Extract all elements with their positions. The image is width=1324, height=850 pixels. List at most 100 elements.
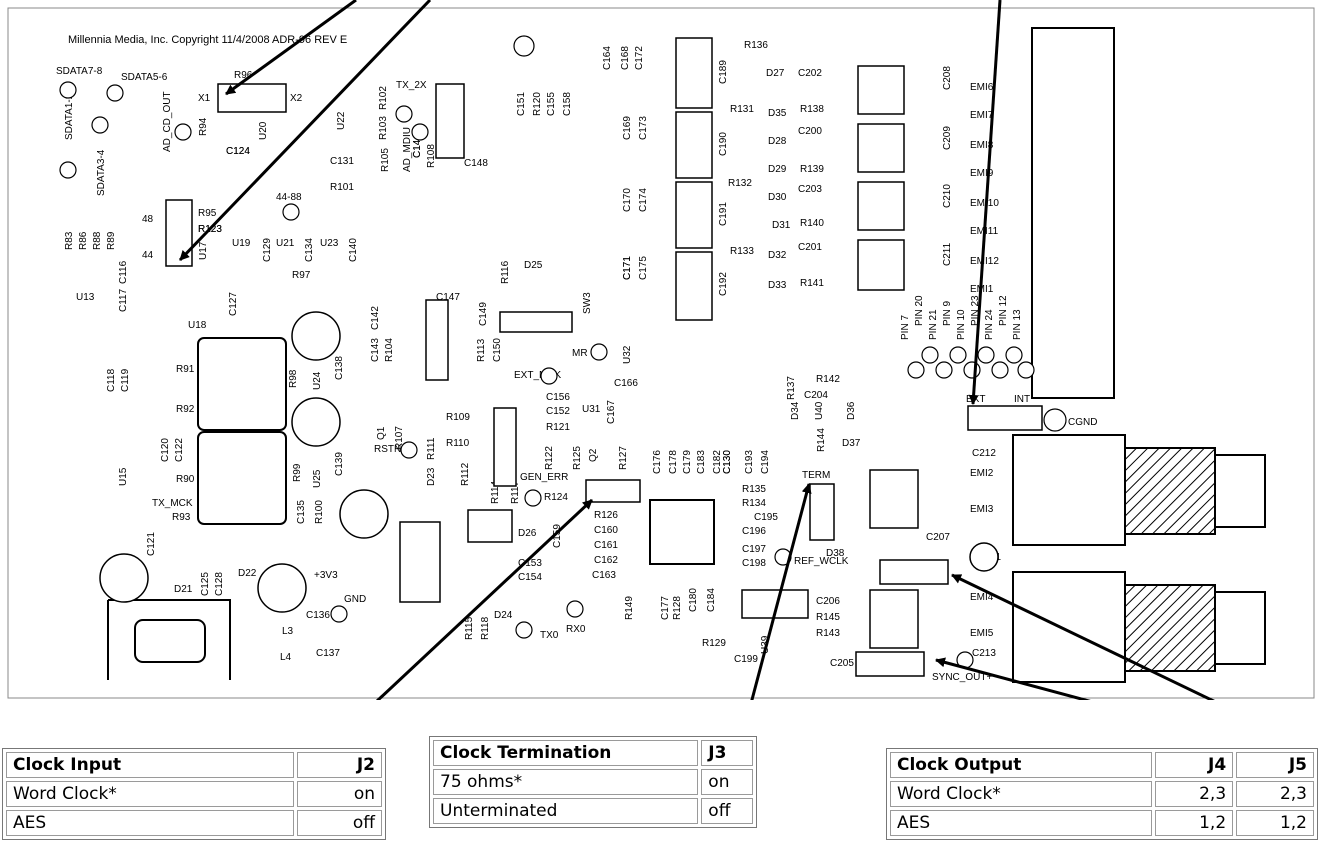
c141-capacitor: [339, 489, 389, 539]
silk-label: C205: [830, 658, 854, 669]
silk-label: C167: [606, 400, 617, 424]
silk-label: C124: [226, 146, 250, 157]
silk-label: SDATA5-6: [121, 72, 168, 83]
silk-label: C147: [436, 292, 460, 303]
silk-label: R95: [198, 208, 217, 219]
silk-label: R102: [378, 86, 389, 110]
sw1-switch: [165, 199, 193, 267]
silk-label: C171: [622, 256, 633, 280]
silk-label: D32: [768, 250, 787, 261]
silk-label: SYNC_OUT+: [932, 672, 992, 683]
silk-label: C190: [718, 132, 729, 156]
y1-crystal: [197, 337, 287, 431]
u37-ic: [675, 251, 713, 321]
silk-label: EMI6: [970, 82, 994, 93]
silk-label: EMI10: [970, 198, 999, 209]
table-cell: 1,2: [1236, 810, 1314, 836]
silk-label: D34: [790, 401, 801, 420]
silk-label: C172: [634, 46, 645, 70]
silk-label: C139: [334, 452, 345, 476]
j7-bnc-connector: [1012, 434, 1266, 546]
c133-capacitor: [291, 397, 341, 447]
silk-label: C131: [330, 156, 354, 167]
silk-label: C143: [370, 338, 381, 362]
silk-label: C176: [652, 450, 663, 474]
silk-label: C156: [546, 392, 570, 403]
silk-label: R133: [730, 246, 754, 257]
t3-transformer: [857, 181, 905, 231]
silk-label: SW3: [582, 292, 593, 314]
silk-label: U15: [118, 467, 129, 486]
table-cell: 2,3: [1155, 781, 1234, 807]
j5-jumper: [879, 559, 949, 585]
y2-crystal: [197, 431, 287, 525]
silk-label: R98: [288, 369, 299, 388]
u30-ic: [493, 407, 517, 487]
silk-label: SDATA1-2: [64, 93, 75, 140]
silk-label: R124: [544, 492, 568, 503]
u36-ic: [675, 181, 713, 249]
silk-label: D35: [768, 108, 787, 119]
silk-label: Q2: [588, 448, 599, 462]
silk-label: R96: [234, 70, 253, 81]
table-row: AES off: [6, 810, 382, 836]
silk-label: C151: [516, 92, 527, 116]
silk-label: C175: [638, 256, 649, 280]
silk-label: D22: [238, 568, 257, 579]
silk-label: R135: [742, 484, 766, 495]
silk-label: R118: [480, 616, 491, 640]
silk-label: C149: [478, 302, 489, 326]
silk-label: EMI8: [970, 140, 994, 151]
silk-label: U40: [814, 401, 825, 420]
silk-label: EMI3: [970, 504, 994, 515]
table-cell: Unterminated: [433, 798, 699, 824]
silk-label: R112: [460, 462, 471, 486]
silk-label: 44-88: [276, 192, 302, 203]
silk-label: C199: [734, 654, 758, 665]
silk-label: C196: [742, 526, 766, 537]
silk-label: C142: [370, 306, 381, 330]
table-header-cell: J2: [296, 752, 382, 778]
silk-label: C130: [722, 450, 733, 474]
silk-label: C119: [120, 368, 131, 392]
silk-label: D31: [772, 220, 791, 231]
table-row: Word Clock* on: [6, 781, 382, 807]
silk-label: R144: [816, 428, 827, 452]
silk-label: C163: [592, 570, 616, 581]
silk-label: 44: [142, 250, 154, 261]
silk-label: R114: [490, 480, 501, 504]
silk-label: PIN 10: [956, 309, 967, 340]
pcb-silkscreen-diagram: Millennia Media, Inc. Copyright 11/4/200…: [7, 0, 1315, 700]
silk-label: MR: [572, 348, 588, 359]
u26-ic: [425, 299, 449, 381]
clock-input-table: Clock Input J2 Word Clock* on AES off: [2, 748, 386, 840]
silk-label: INT: [1014, 394, 1030, 405]
silk-label: RX0: [566, 624, 586, 635]
silk-label: GND: [344, 594, 366, 605]
silk-label: C198: [742, 558, 766, 569]
silk-label: R141: [800, 278, 824, 289]
board-header: Millennia Media, Inc. Copyright 11/4/200…: [68, 34, 347, 46]
silk-label: TERM: [802, 470, 830, 481]
silk-label: L3: [282, 626, 294, 637]
silk-label: R137: [786, 376, 797, 400]
silk-label: U21: [276, 238, 295, 249]
clock-output-table: Clock Output J4 J5 Word Clock* 2,3 2,3 A…: [886, 748, 1318, 840]
callout-arrows: [178, 0, 1216, 700]
silk-label: C174: [638, 188, 649, 212]
silk-label: C182: [712, 450, 723, 474]
silk-label: EXT: [966, 394, 985, 405]
silk-label: U13: [76, 292, 95, 303]
silk-label: C168: [620, 46, 631, 70]
silk-label: R99: [292, 463, 303, 482]
silk-label: PIN 9: [942, 301, 953, 326]
silk-label: D37: [842, 438, 861, 449]
silk-label: C213: [972, 648, 996, 659]
silk-label: R94: [198, 117, 209, 136]
silk-label: C117: [118, 288, 129, 312]
u33-ic: [675, 37, 713, 109]
silk-label: C144: [412, 134, 423, 158]
silk-label: R120: [532, 92, 543, 116]
silk-label: D21: [174, 584, 193, 595]
silk-label: R117: [510, 480, 521, 504]
